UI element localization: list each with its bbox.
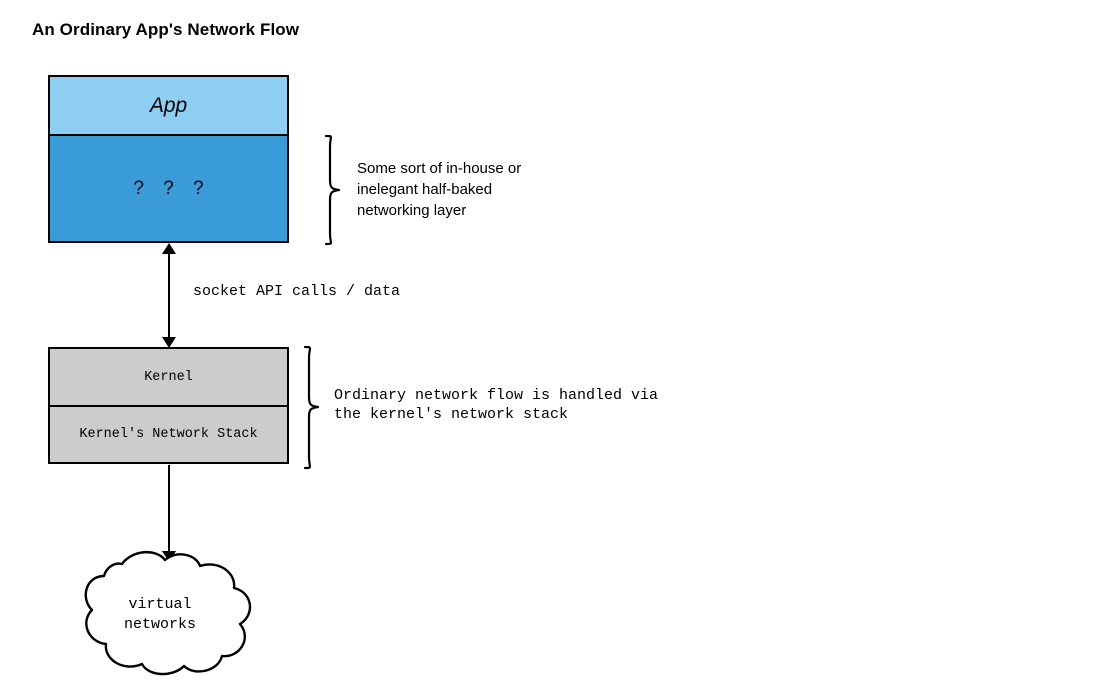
node-kernel-label: Kernel (144, 369, 193, 385)
edge-kernel-to-cloud-line (168, 465, 170, 553)
arrow-up-head-icon (162, 243, 176, 254)
cloud-icon (84, 551, 252, 676)
edge-app-to-kernel-label: socket API calls / data (193, 283, 401, 300)
node-kernel: Kernel (48, 347, 289, 406)
edge-app-to-kernel-line (168, 249, 170, 341)
node-unknown-layer-label: ? ? ? (133, 177, 211, 199)
node-app: App (48, 75, 289, 135)
node-kernel-network-stack-label: Kernel's Network Stack (79, 427, 258, 442)
arrow-down-head-icon (162, 337, 176, 348)
node-unknown-layer: ? ? ? (48, 135, 289, 243)
annotation-kernel-text: Ordinary network flow is handled via the… (334, 387, 659, 423)
node-kernel-network-stack: Kernel's Network Stack (48, 406, 289, 464)
brace-app-annotation (324, 134, 341, 246)
page-title: An Ordinary App's Network Flow (32, 20, 300, 39)
brace-kernel-annotation (303, 345, 320, 470)
annotation-app-text: Some sort of in-house or inelegant half-… (357, 160, 522, 219)
node-app-label: App (149, 93, 188, 117)
